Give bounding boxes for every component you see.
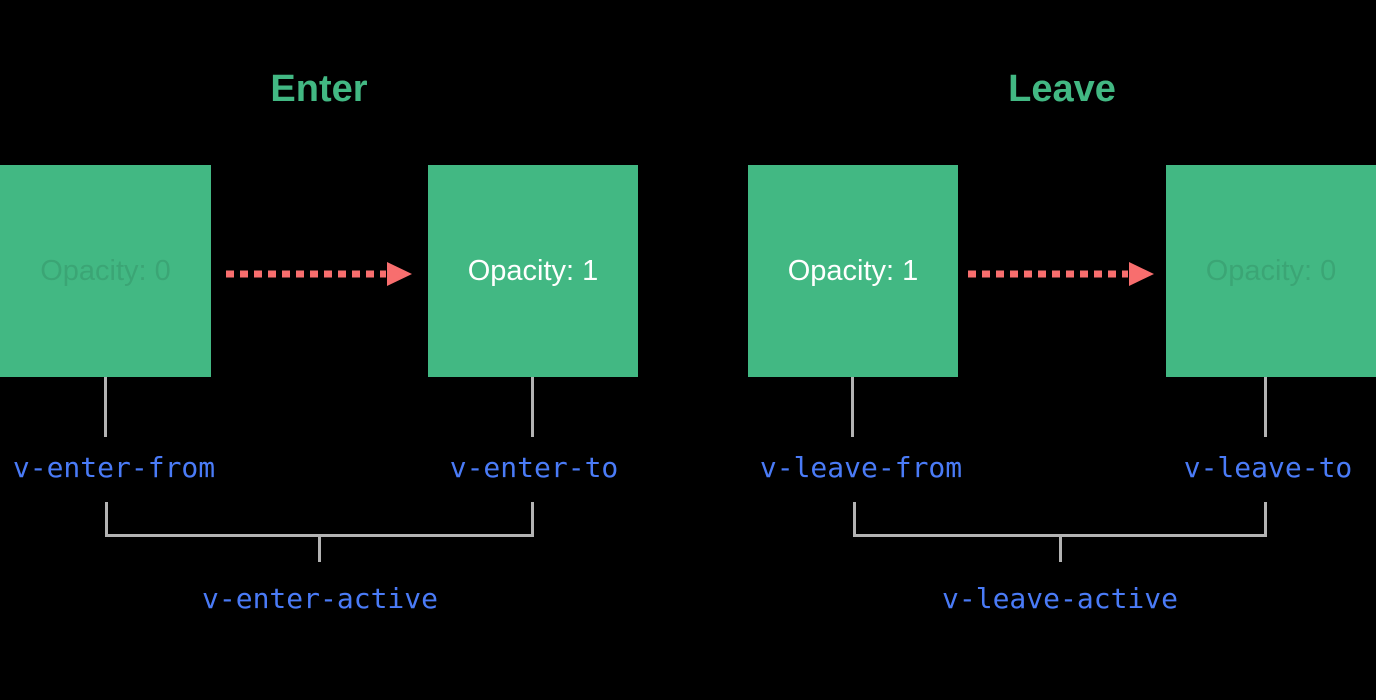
enter-from-box: Opacity: 0 — [0, 165, 211, 377]
leave-dashed-arrow-icon — [968, 262, 1154, 286]
bracket-stub-line — [318, 536, 321, 562]
leave-active-bracket — [853, 502, 1267, 537]
opacity-label: Opacity: 1 — [787, 254, 919, 287]
v-enter-active-label: v-enter-active — [201, 582, 439, 615]
enter-dashed-arrow-icon — [226, 262, 412, 286]
v-leave-to-label: v-leave-to — [1183, 451, 1353, 484]
leave-to-box: Opacity: 0 — [1166, 165, 1376, 377]
bracket-stub-line — [1059, 536, 1062, 562]
enter-section-title: Enter — [270, 68, 368, 110]
connector-line — [531, 377, 534, 437]
opacity-label: Opacity: 1 — [467, 254, 599, 287]
opacity-label: Opacity: 0 — [1205, 254, 1337, 287]
leave-section-title: Leave — [1008, 68, 1116, 110]
arrow-head-icon — [387, 262, 412, 286]
v-enter-to-label: v-enter-to — [449, 451, 619, 484]
enter-active-bracket — [105, 502, 534, 537]
connector-line — [851, 377, 854, 437]
connector-line — [104, 377, 107, 437]
connector-line — [1264, 377, 1267, 437]
opacity-label: Opacity: 0 — [40, 254, 171, 287]
enter-to-box: Opacity: 1 — [428, 165, 638, 377]
leave-from-box: Opacity: 1 — [748, 165, 958, 377]
v-enter-from-label: v-enter-from — [12, 451, 216, 484]
v-leave-from-label: v-leave-from — [759, 451, 963, 484]
arrow-head-icon — [1129, 262, 1154, 286]
v-leave-active-label: v-leave-active — [941, 582, 1179, 615]
